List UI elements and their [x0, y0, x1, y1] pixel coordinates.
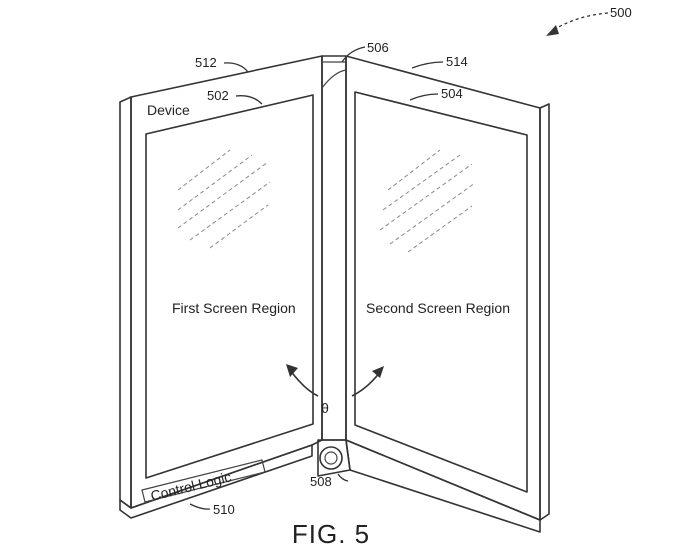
leader-500: [551, 12, 609, 32]
hinge-column: [321, 55, 347, 441]
leader-502: [235, 95, 263, 105]
ref-506: 506: [367, 40, 389, 55]
leader-514: [411, 61, 444, 69]
ref-514: 514: [446, 54, 468, 69]
leader-510: [189, 503, 211, 510]
device-label: Device: [147, 102, 190, 118]
right-panel: [345, 55, 550, 533]
leader-508: [337, 473, 349, 482]
ref-508: 508: [310, 474, 332, 489]
hinge-knuckle-inner: [324, 451, 338, 465]
ref-504: 504: [441, 86, 463, 101]
left-housing-edge: [119, 96, 132, 509]
right-housing-edge: [539, 103, 550, 521]
leader-504: [409, 93, 439, 101]
right-housing-outline: [345, 55, 541, 521]
fold-arrows: [286, 364, 384, 397]
leader-500-arrowhead: [546, 25, 559, 36]
right-glare-hatch: [379, 149, 476, 253]
second-screen-label: Second Screen Region: [366, 300, 510, 316]
left-glare-hatch: [177, 149, 271, 249]
ref-500: 500: [610, 5, 632, 20]
hinge-knuckle: [319, 446, 343, 470]
left-fold-arrowhead: [286, 364, 298, 377]
leader-lines: [189, 12, 609, 510]
left-housing-bottom-edge: [119, 444, 313, 519]
ref-510: 510: [213, 502, 235, 517]
right-fold-arc: [351, 371, 381, 397]
first-screen-region: [145, 94, 314, 479]
ref-512: 512: [195, 55, 217, 70]
figure-caption: FIG. 5: [292, 519, 370, 549]
control-logic-box: [141, 459, 266, 503]
hinge-top-curve: [321, 69, 347, 89]
right-housing-bottom-edge: [345, 439, 541, 533]
second-screen-region: [354, 91, 528, 493]
first-screen-label: First Screen Region: [172, 300, 296, 316]
left-panel: [119, 55, 323, 519]
hinge-bottom-block: [317, 439, 351, 477]
left-housing-outline: [130, 55, 323, 509]
leader-512: [223, 62, 249, 73]
leader-506: [341, 46, 366, 63]
ref-502: 502: [207, 88, 229, 103]
theta-label: θ: [321, 400, 329, 416]
right-fold-arrowhead: [372, 366, 384, 378]
